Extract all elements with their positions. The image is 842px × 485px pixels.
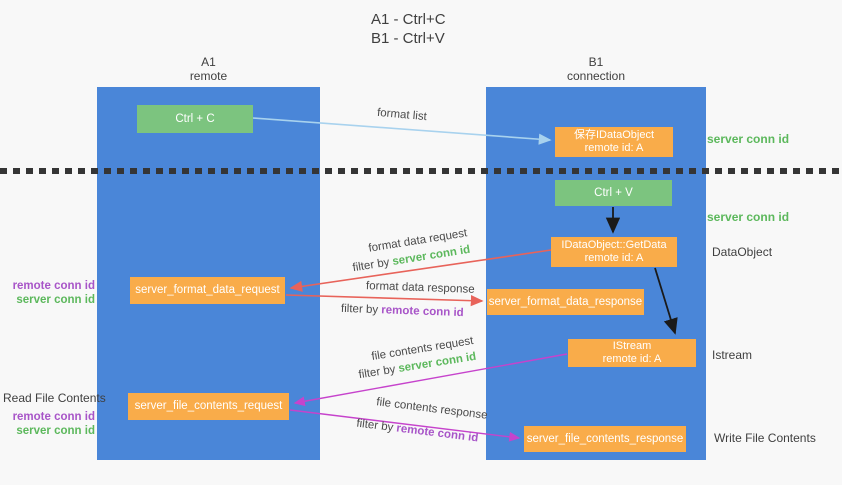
remote-conn-id-text: remote conn id	[381, 304, 464, 320]
file-request-label: server_file_contents_request	[134, 400, 283, 412]
server-conn-id-label-mid: server conn id	[707, 210, 790, 224]
save-idataobject-line2: remote id: A	[584, 142, 644, 154]
server-conn-id-file-label: server conn id	[16, 425, 95, 437]
filter-by-remote-conn-id-file: filter by remote conn id	[356, 418, 479, 445]
idataobject-getdata-box: IDataObject::GetData remote id: A	[551, 237, 677, 267]
filter-by-text: filter by	[351, 256, 394, 275]
diagram-title: A1 - Ctrl+C B1 - Ctrl+V	[371, 10, 446, 48]
server-format-data-request-box: server_format_data_request	[130, 277, 285, 304]
istream-box: IStream remote id: A	[568, 339, 696, 367]
istream-line2: remote id: A	[602, 353, 662, 365]
filter-by-text: filter by	[357, 363, 400, 382]
remote-conn-id-format-label: remote conn id	[12, 280, 95, 292]
istream-side-label: Istream	[712, 348, 753, 362]
lane-a1-subtitle: remote	[189, 69, 228, 83]
remote-conn-id-text: remote conn id	[395, 422, 479, 445]
title-line-1: A1 - Ctrl+C	[371, 11, 446, 28]
filter-by-remote-conn-id-format: filter by remote conn id	[341, 303, 464, 319]
server-conn-id-label-top: server conn id	[707, 132, 790, 146]
filter-by-text: filter by	[340, 302, 382, 317]
filter-by-text: filter by	[355, 417, 398, 435]
remote-conn-id-file-label: remote conn id	[12, 411, 95, 423]
save-idataobject-line1: 保存IDataObject	[573, 129, 655, 141]
format-list-label: format list	[376, 106, 428, 124]
read-file-contents-label: Read File Contents	[3, 391, 106, 405]
ctrl-c-box: Ctrl + C	[137, 105, 253, 133]
file-contents-response-label: file contents response	[375, 396, 489, 422]
format-request-label: server_format_data_request	[135, 284, 280, 296]
lane-header-b1: B1 connection	[486, 55, 706, 83]
lane-b1-subtitle: connection	[566, 69, 626, 83]
lane-a1-name: A1	[201, 55, 216, 69]
getdata-line2: remote id: A	[584, 252, 644, 264]
format-data-response-label: format data response	[365, 280, 475, 296]
lane-b1-name: B1	[588, 55, 604, 69]
format-response-label: server_format_data_response	[488, 295, 643, 308]
server-file-contents-response-box: server_file_contents_response	[524, 426, 686, 452]
dataobject-label: DataObject	[712, 245, 773, 259]
ctrl-v-box: Ctrl + V	[555, 180, 672, 206]
file-conn-ids: remote conn id server conn id	[0, 410, 95, 438]
ctrl-v-label: Ctrl + V	[594, 186, 633, 199]
server-format-data-response-box: server_format_data_response	[487, 289, 644, 315]
lane-header-a1: A1 remote	[97, 55, 320, 83]
write-file-contents-label: Write File Contents	[714, 431, 816, 445]
getdata-line1: IDataObject::GetData	[561, 239, 667, 251]
dotted-divider	[0, 168, 842, 174]
save-idataobject-box: 保存IDataObject remote id: A	[555, 127, 673, 157]
file-response-label: server_file_contents_response	[526, 432, 684, 445]
istream-line1: IStream	[612, 340, 652, 352]
title-line-2: B1 - Ctrl+V	[371, 30, 445, 47]
format-conn-ids: remote conn id server conn id	[0, 279, 95, 307]
ctrl-c-label: Ctrl + C	[175, 112, 215, 125]
server-conn-id-format-label: server conn id	[16, 294, 95, 306]
server-file-contents-request-box: server_file_contents_request	[128, 393, 289, 420]
